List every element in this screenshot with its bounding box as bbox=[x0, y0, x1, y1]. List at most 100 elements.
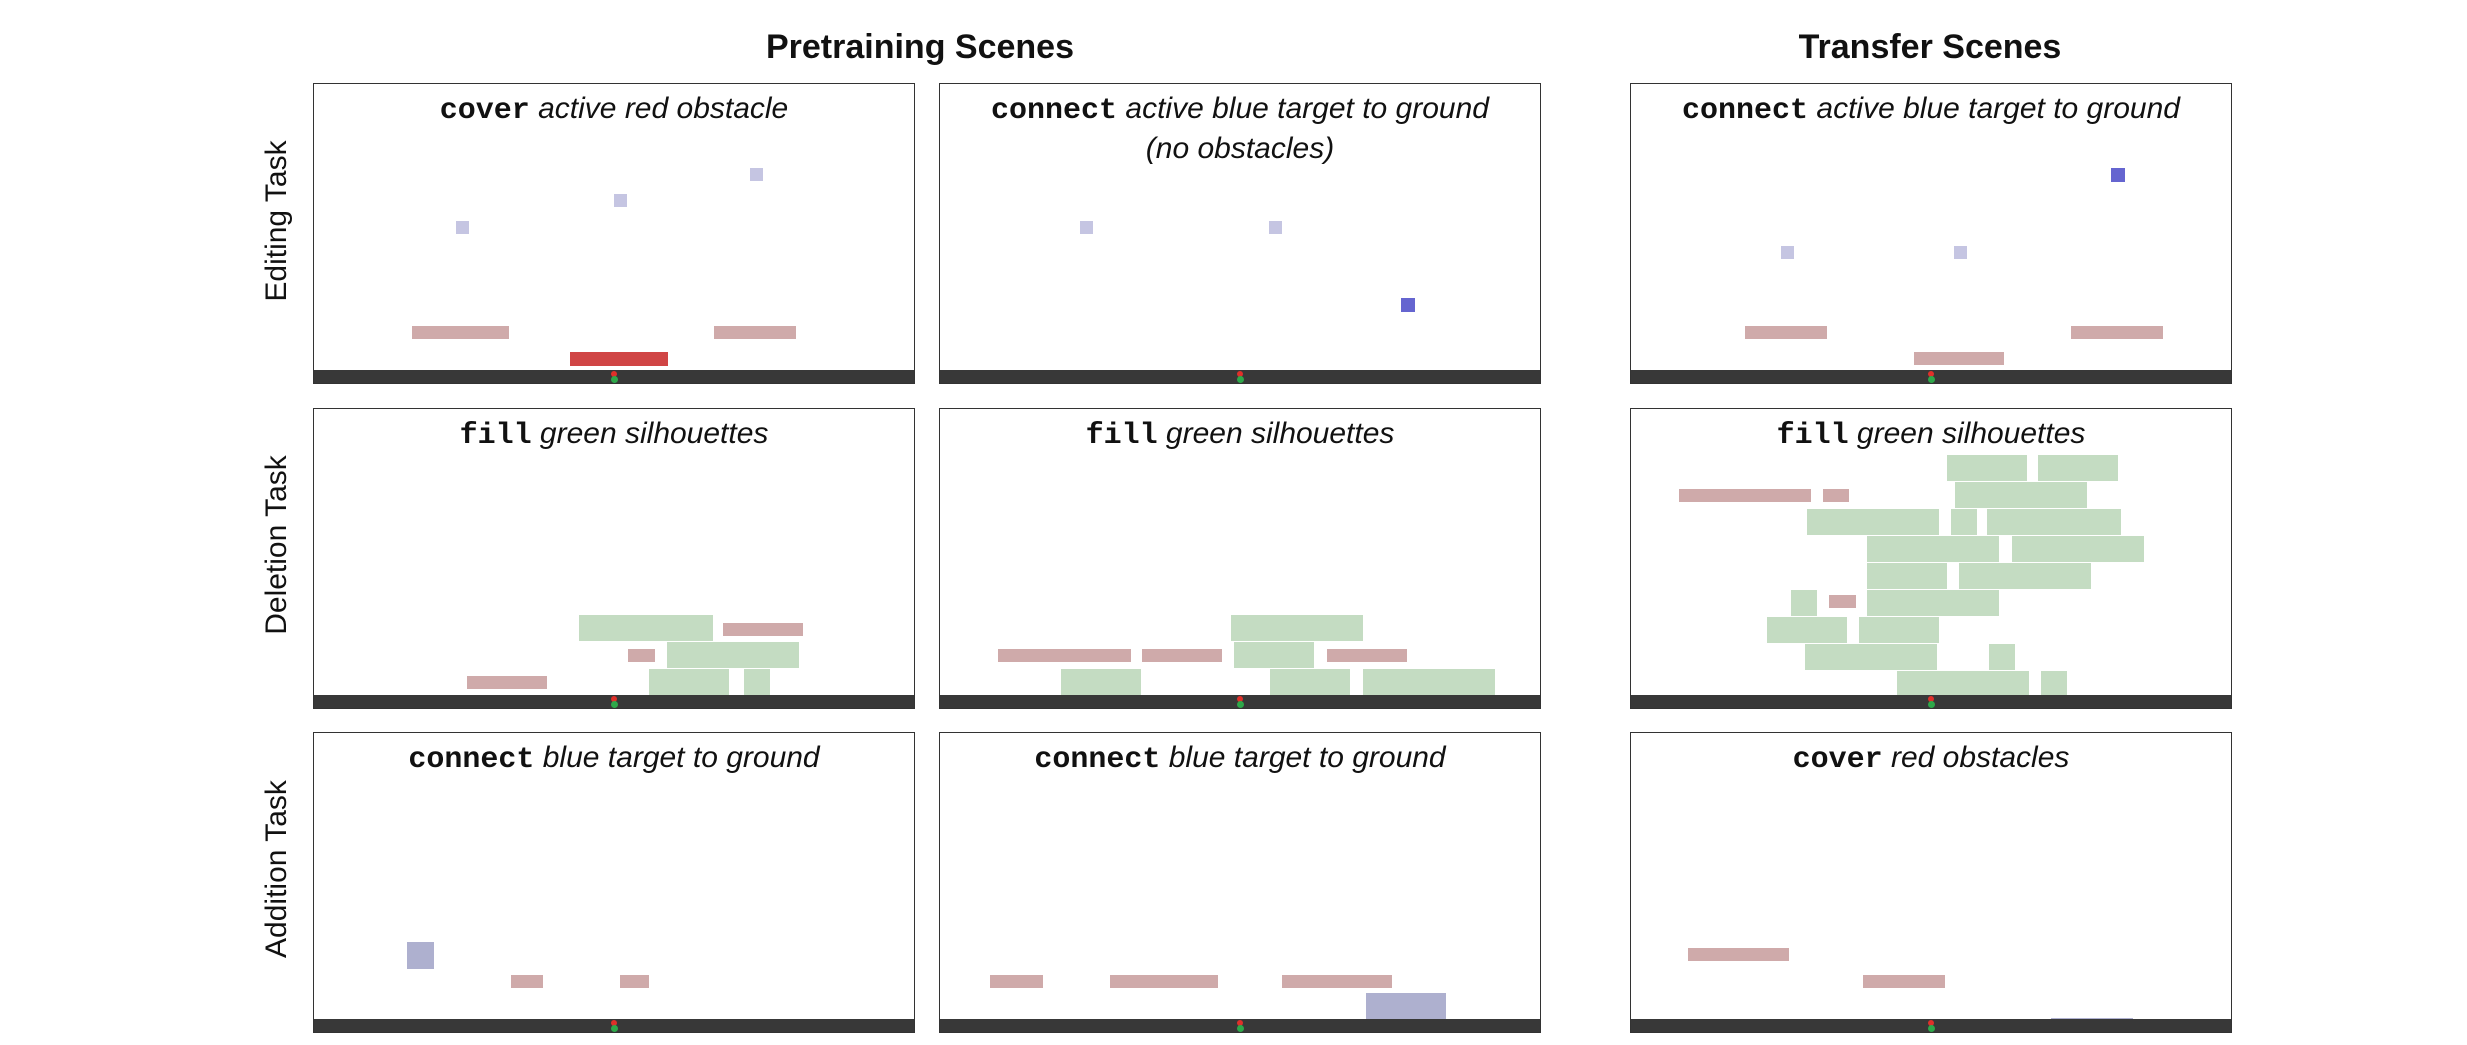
green-silhouette bbox=[2038, 455, 2118, 481]
ball bbox=[1237, 1020, 1243, 1026]
row-label-addition: Addition Task bbox=[260, 780, 293, 958]
transfer-heading: Transfer Scenes bbox=[1798, 28, 2062, 66]
panel-caption: connect blue target to ground bbox=[940, 739, 1540, 779]
panel-caption: fill green silhouettes bbox=[1631, 415, 2231, 455]
ball bbox=[611, 371, 617, 377]
green-silhouette bbox=[1767, 617, 1847, 643]
caption-text: blue target to ground bbox=[1168, 741, 1446, 774]
green-silhouette bbox=[744, 669, 770, 695]
caption-verb: connect bbox=[991, 94, 1118, 128]
panel-caption: cover active red obstacle bbox=[314, 90, 914, 130]
faded-red-obstacle bbox=[620, 975, 649, 988]
scene-panel-editing-pretrain-2: connect active blue target to ground (no… bbox=[939, 83, 1541, 384]
green-silhouette bbox=[1947, 455, 2027, 481]
scene-panel-addition-pretrain-2: connect blue target to ground bbox=[939, 732, 1541, 1033]
caption-text: active blue target to ground bbox=[1816, 92, 2180, 125]
faded-red-obstacle bbox=[412, 326, 509, 339]
ball bbox=[1928, 701, 1935, 708]
caption-text: active red obstacle bbox=[538, 92, 789, 125]
panel-caption: fill green silhouettes bbox=[940, 415, 1540, 455]
caption-verb: cover bbox=[1792, 743, 1883, 777]
faded-red-obstacle bbox=[1829, 595, 1856, 608]
faded-red-obstacle bbox=[1327, 649, 1407, 662]
panel-caption: connect active blue target to ground bbox=[1631, 90, 2231, 130]
caption-verb: connect bbox=[1682, 94, 1809, 128]
green-silhouette bbox=[1061, 669, 1141, 695]
faded-red-obstacle bbox=[467, 676, 547, 689]
green-silhouette bbox=[1897, 671, 2029, 697]
panel-caption: fill green silhouettes bbox=[314, 415, 914, 455]
row-label-editing: Editing Task bbox=[260, 140, 293, 302]
pretraining-heading: Pretraining Scenes bbox=[765, 28, 1074, 66]
faded-red-obstacle bbox=[511, 975, 543, 988]
caption-verb: fill bbox=[1776, 419, 1849, 453]
caption-verb: connect bbox=[408, 743, 535, 777]
scene-panel-deletion-transfer: fill green silhouettes bbox=[1630, 408, 2232, 709]
faded-blue-target bbox=[1954, 246, 1967, 259]
faded-blue-target bbox=[614, 194, 627, 207]
green-silhouette bbox=[1791, 590, 1817, 616]
caption-text: active blue target to ground bbox=[1125, 92, 1489, 125]
green-silhouette bbox=[2012, 536, 2144, 562]
ball bbox=[611, 376, 618, 383]
green-silhouette bbox=[1234, 642, 1314, 668]
caption-verb: fill bbox=[1085, 419, 1158, 453]
green-silhouette bbox=[1270, 669, 1350, 695]
faded-red-obstacle bbox=[990, 975, 1043, 988]
green-silhouette bbox=[1363, 669, 1495, 695]
active-blue-target bbox=[2111, 168, 2125, 182]
faded-red-obstacle bbox=[1745, 326, 1827, 339]
scene-panel-addition-transfer: cover red obstacles bbox=[1630, 732, 2232, 1033]
caption-line2: (no obstacles) bbox=[1145, 132, 1335, 165]
ball bbox=[611, 1025, 618, 1032]
ball bbox=[1928, 376, 1935, 383]
caption-text: red obstacles bbox=[1890, 741, 2070, 774]
green-silhouette bbox=[1955, 482, 2087, 508]
green-silhouette bbox=[2041, 671, 2067, 697]
green-silhouette bbox=[649, 669, 729, 695]
scene-panel-addition-pretrain-1: connect blue target to ground bbox=[313, 732, 915, 1033]
panel-caption: connect active blue target to ground (no… bbox=[940, 90, 1540, 168]
green-silhouette bbox=[1231, 615, 1363, 641]
green-silhouette bbox=[1867, 563, 1947, 589]
scene-panel-deletion-pretrain-2: fill green silhouettes bbox=[939, 408, 1541, 709]
faded-red-obstacle bbox=[1142, 649, 1222, 662]
ball bbox=[1237, 371, 1243, 377]
scene-panel-editing-transfer: connect active blue target to ground bbox=[1630, 83, 2232, 384]
caption-text: blue target to ground bbox=[542, 741, 820, 774]
ball bbox=[1237, 696, 1243, 702]
faded-blue-target bbox=[1781, 246, 1794, 259]
green-silhouette bbox=[1951, 509, 1977, 535]
green-silhouette bbox=[1867, 536, 1999, 562]
caption-text: green silhouettes bbox=[1856, 417, 2086, 450]
faded-red-obstacle bbox=[1282, 975, 1392, 988]
ball bbox=[1928, 1025, 1935, 1032]
faded-blue-target bbox=[1080, 221, 1093, 234]
faded-red-obstacle bbox=[723, 623, 803, 636]
faded-red-obstacle bbox=[1863, 975, 1945, 988]
ball bbox=[611, 696, 617, 702]
scene-panel-deletion-pretrain-1: fill green silhouettes bbox=[313, 408, 915, 709]
green-silhouette bbox=[1867, 590, 1999, 616]
faded-blue-target bbox=[456, 221, 469, 234]
faded-red-obstacle bbox=[1688, 948, 1789, 961]
ball bbox=[1928, 1020, 1934, 1026]
green-silhouette bbox=[1989, 644, 2015, 670]
row-label-deletion: Deletion Task bbox=[260, 455, 293, 635]
scene-panel-editing-pretrain-1: cover active red obstacle bbox=[313, 83, 915, 384]
faded-red-obstacle bbox=[714, 326, 796, 339]
active-red-obstacle bbox=[570, 352, 668, 366]
ball bbox=[1237, 376, 1244, 383]
caption-text: green silhouettes bbox=[1165, 417, 1395, 450]
green-silhouette bbox=[1987, 509, 2121, 535]
green-silhouette bbox=[1859, 617, 1939, 643]
caption-text: green silhouettes bbox=[539, 417, 769, 450]
caption-verb: fill bbox=[459, 419, 532, 453]
faded-red-obstacle bbox=[1679, 489, 1811, 502]
green-silhouette bbox=[1805, 644, 1937, 670]
faded-blue-target bbox=[750, 168, 763, 181]
ball bbox=[1237, 1025, 1244, 1032]
ball bbox=[611, 701, 618, 708]
green-silhouette bbox=[667, 642, 799, 668]
faded-blue-target bbox=[1269, 221, 1282, 234]
